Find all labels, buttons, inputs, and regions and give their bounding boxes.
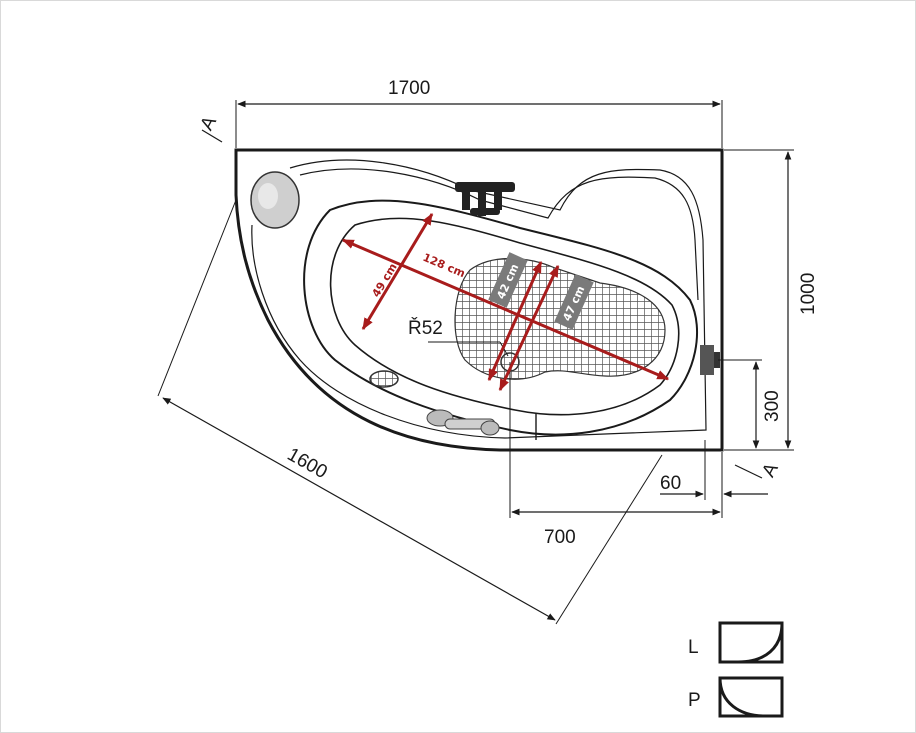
radius-label: Ř52 — [408, 317, 443, 339]
dimension-width-label: 1700 — [388, 78, 430, 99]
jet-icon — [369, 370, 399, 388]
dimension-700-label: 700 — [544, 527, 576, 548]
dimension-300-label: 300 — [762, 390, 783, 422]
variant-left-label: L — [688, 637, 699, 658]
variant-right-label: P — [688, 690, 701, 711]
dimension-diagonal-label: 1600 — [284, 444, 331, 483]
variant-left-shape — [718, 621, 784, 664]
section-a-left: A — [196, 113, 221, 134]
tub-shell-inner — [251, 159, 707, 439]
width-arrow — [361, 212, 434, 331]
tub-basin-outer — [303, 199, 698, 436]
dimension-60-label: 60 — [660, 473, 681, 494]
tub-rim-outer — [299, 168, 699, 301]
variant-right-shape — [718, 676, 784, 718]
overflow-fitting-icon — [700, 345, 720, 375]
inner-b-arrow — [498, 264, 560, 392]
handle-icon — [426, 409, 500, 436]
dimension-height-label: 1000 — [798, 273, 819, 315]
faucet-icon — [455, 182, 515, 216]
